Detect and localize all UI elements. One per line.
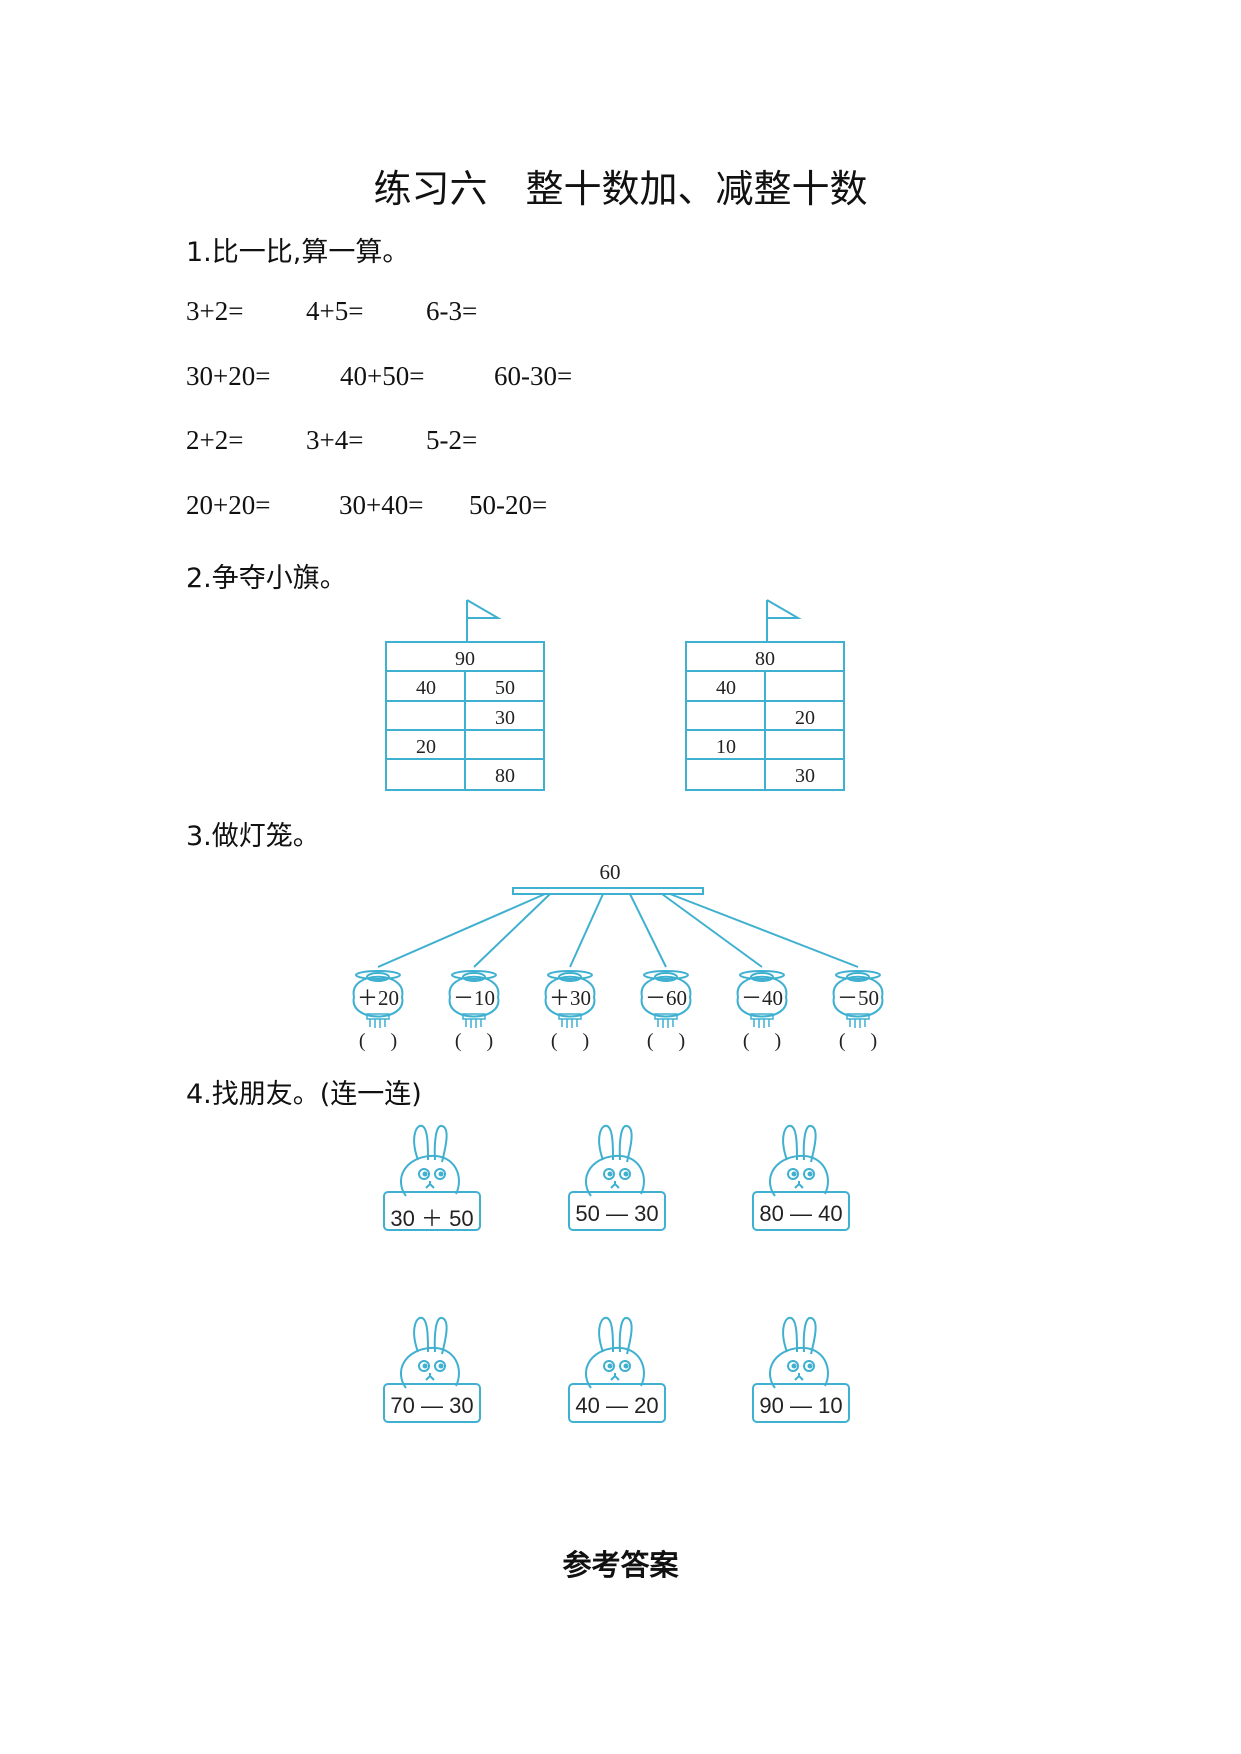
answer-blank[interactable]: ( ) xyxy=(839,1030,877,1052)
table-cell: 80 xyxy=(495,765,515,787)
rabbit-card[interactable]: 40 — 20 xyxy=(565,1310,669,1430)
lantern-label: ＋30 xyxy=(549,986,591,1010)
rabbit-expression: 50 — 30 xyxy=(575,1201,659,1226)
answer-heading: 参考答案 xyxy=(562,1548,679,1582)
answer-blank[interactable]: ( ) xyxy=(455,1030,493,1052)
rabbit-card[interactable]: 70 — 30 xyxy=(380,1310,484,1430)
rabbit-icon xyxy=(383,1316,481,1423)
lantern-icon xyxy=(352,970,404,1028)
flag-icon xyxy=(766,599,802,619)
equation: 4+5= xyxy=(306,296,364,326)
flag-top-number: 80 xyxy=(755,648,775,670)
lantern-icon xyxy=(448,970,500,1028)
rabbit-card[interactable]: 80 — 40 xyxy=(749,1118,853,1238)
rabbit-expression: 70 — 30 xyxy=(390,1393,474,1418)
answer-blank[interactable]: ( ) xyxy=(743,1030,781,1052)
equation: 40+50= xyxy=(340,361,425,391)
equation: 6-3= xyxy=(426,296,478,326)
table-cell: 40 xyxy=(716,677,736,699)
answer-blank[interactable]: ( ) xyxy=(359,1030,397,1052)
flag-table-1: 90 40 50 30 20 80 xyxy=(385,599,545,791)
lantern-icon xyxy=(544,970,596,1028)
equation: 3+2= xyxy=(186,296,244,326)
equation: 5-2= xyxy=(426,425,478,455)
rabbit-expression: 40 — 20 xyxy=(575,1393,659,1418)
lantern-icon xyxy=(640,970,692,1028)
lantern-bar xyxy=(512,887,704,895)
table-cell: 40 xyxy=(416,677,436,699)
equation: 50-20= xyxy=(469,490,548,520)
rabbit-icon xyxy=(752,1124,850,1231)
lantern-label: ＋20 xyxy=(357,986,399,1010)
rabbit-icon xyxy=(752,1316,850,1423)
equation: 20+20= xyxy=(186,490,271,520)
flag-icon xyxy=(466,599,502,619)
lantern-label: －50 xyxy=(837,986,879,1010)
lantern-label: －40 xyxy=(741,986,783,1010)
rabbit-card[interactable]: 90 — 10 xyxy=(749,1310,853,1430)
lantern-icon xyxy=(736,970,788,1028)
rabbit-expression: 90 — 10 xyxy=(759,1393,843,1418)
lantern-top-number: 60 xyxy=(600,860,621,884)
table-cell: 10 xyxy=(716,736,736,758)
rabbit-icon xyxy=(383,1124,481,1231)
lantern-diagram: 60 ＋20 ( ) －10 ( ) ＋30 ( ) －60 ( ) －40 ( ) －50 ( ) xyxy=(352,860,884,1052)
equation: 60-30= xyxy=(494,361,573,391)
equation: 30+20= xyxy=(186,361,271,391)
rabbit-expression: 30 ＋ 50 xyxy=(390,1206,474,1231)
equation: 30+40= xyxy=(339,490,424,520)
page-title: 练习六 整十数加、减整十数 xyxy=(373,167,868,211)
lantern-label: －60 xyxy=(645,986,687,1010)
flag-table-2: 80 40 20 10 30 xyxy=(685,599,845,791)
rabbit-expression: 80 — 40 xyxy=(759,1201,843,1226)
lantern-icon xyxy=(832,970,884,1028)
table-cell: 20 xyxy=(795,707,815,729)
section-4-heading: 4.找朋友。(连一连) xyxy=(186,1079,422,1110)
table-cell: 20 xyxy=(416,736,436,758)
flag-top-number: 90 xyxy=(455,648,475,670)
lantern-label: －10 xyxy=(453,986,495,1010)
section-1-heading: 1.比一比,算一算。 xyxy=(186,237,410,268)
answer-blank[interactable]: ( ) xyxy=(647,1030,685,1052)
rabbit-icon xyxy=(568,1316,666,1423)
rabbit-card[interactable]: 50 — 30 xyxy=(565,1118,669,1238)
rabbit-card[interactable]: 30 ＋ 50 xyxy=(380,1118,484,1238)
rabbit-icon xyxy=(568,1124,666,1231)
table-cell: 30 xyxy=(495,707,515,729)
equation: 2+2= xyxy=(186,425,244,455)
section-2-heading: 2.争夺小旗。 xyxy=(186,563,347,594)
table-cell: 30 xyxy=(795,765,815,787)
equation: 3+4= xyxy=(306,425,364,455)
table-cell: 50 xyxy=(495,677,515,699)
section-3-heading: 3.做灯笼。 xyxy=(186,821,320,852)
answer-blank[interactable]: ( ) xyxy=(551,1030,589,1052)
